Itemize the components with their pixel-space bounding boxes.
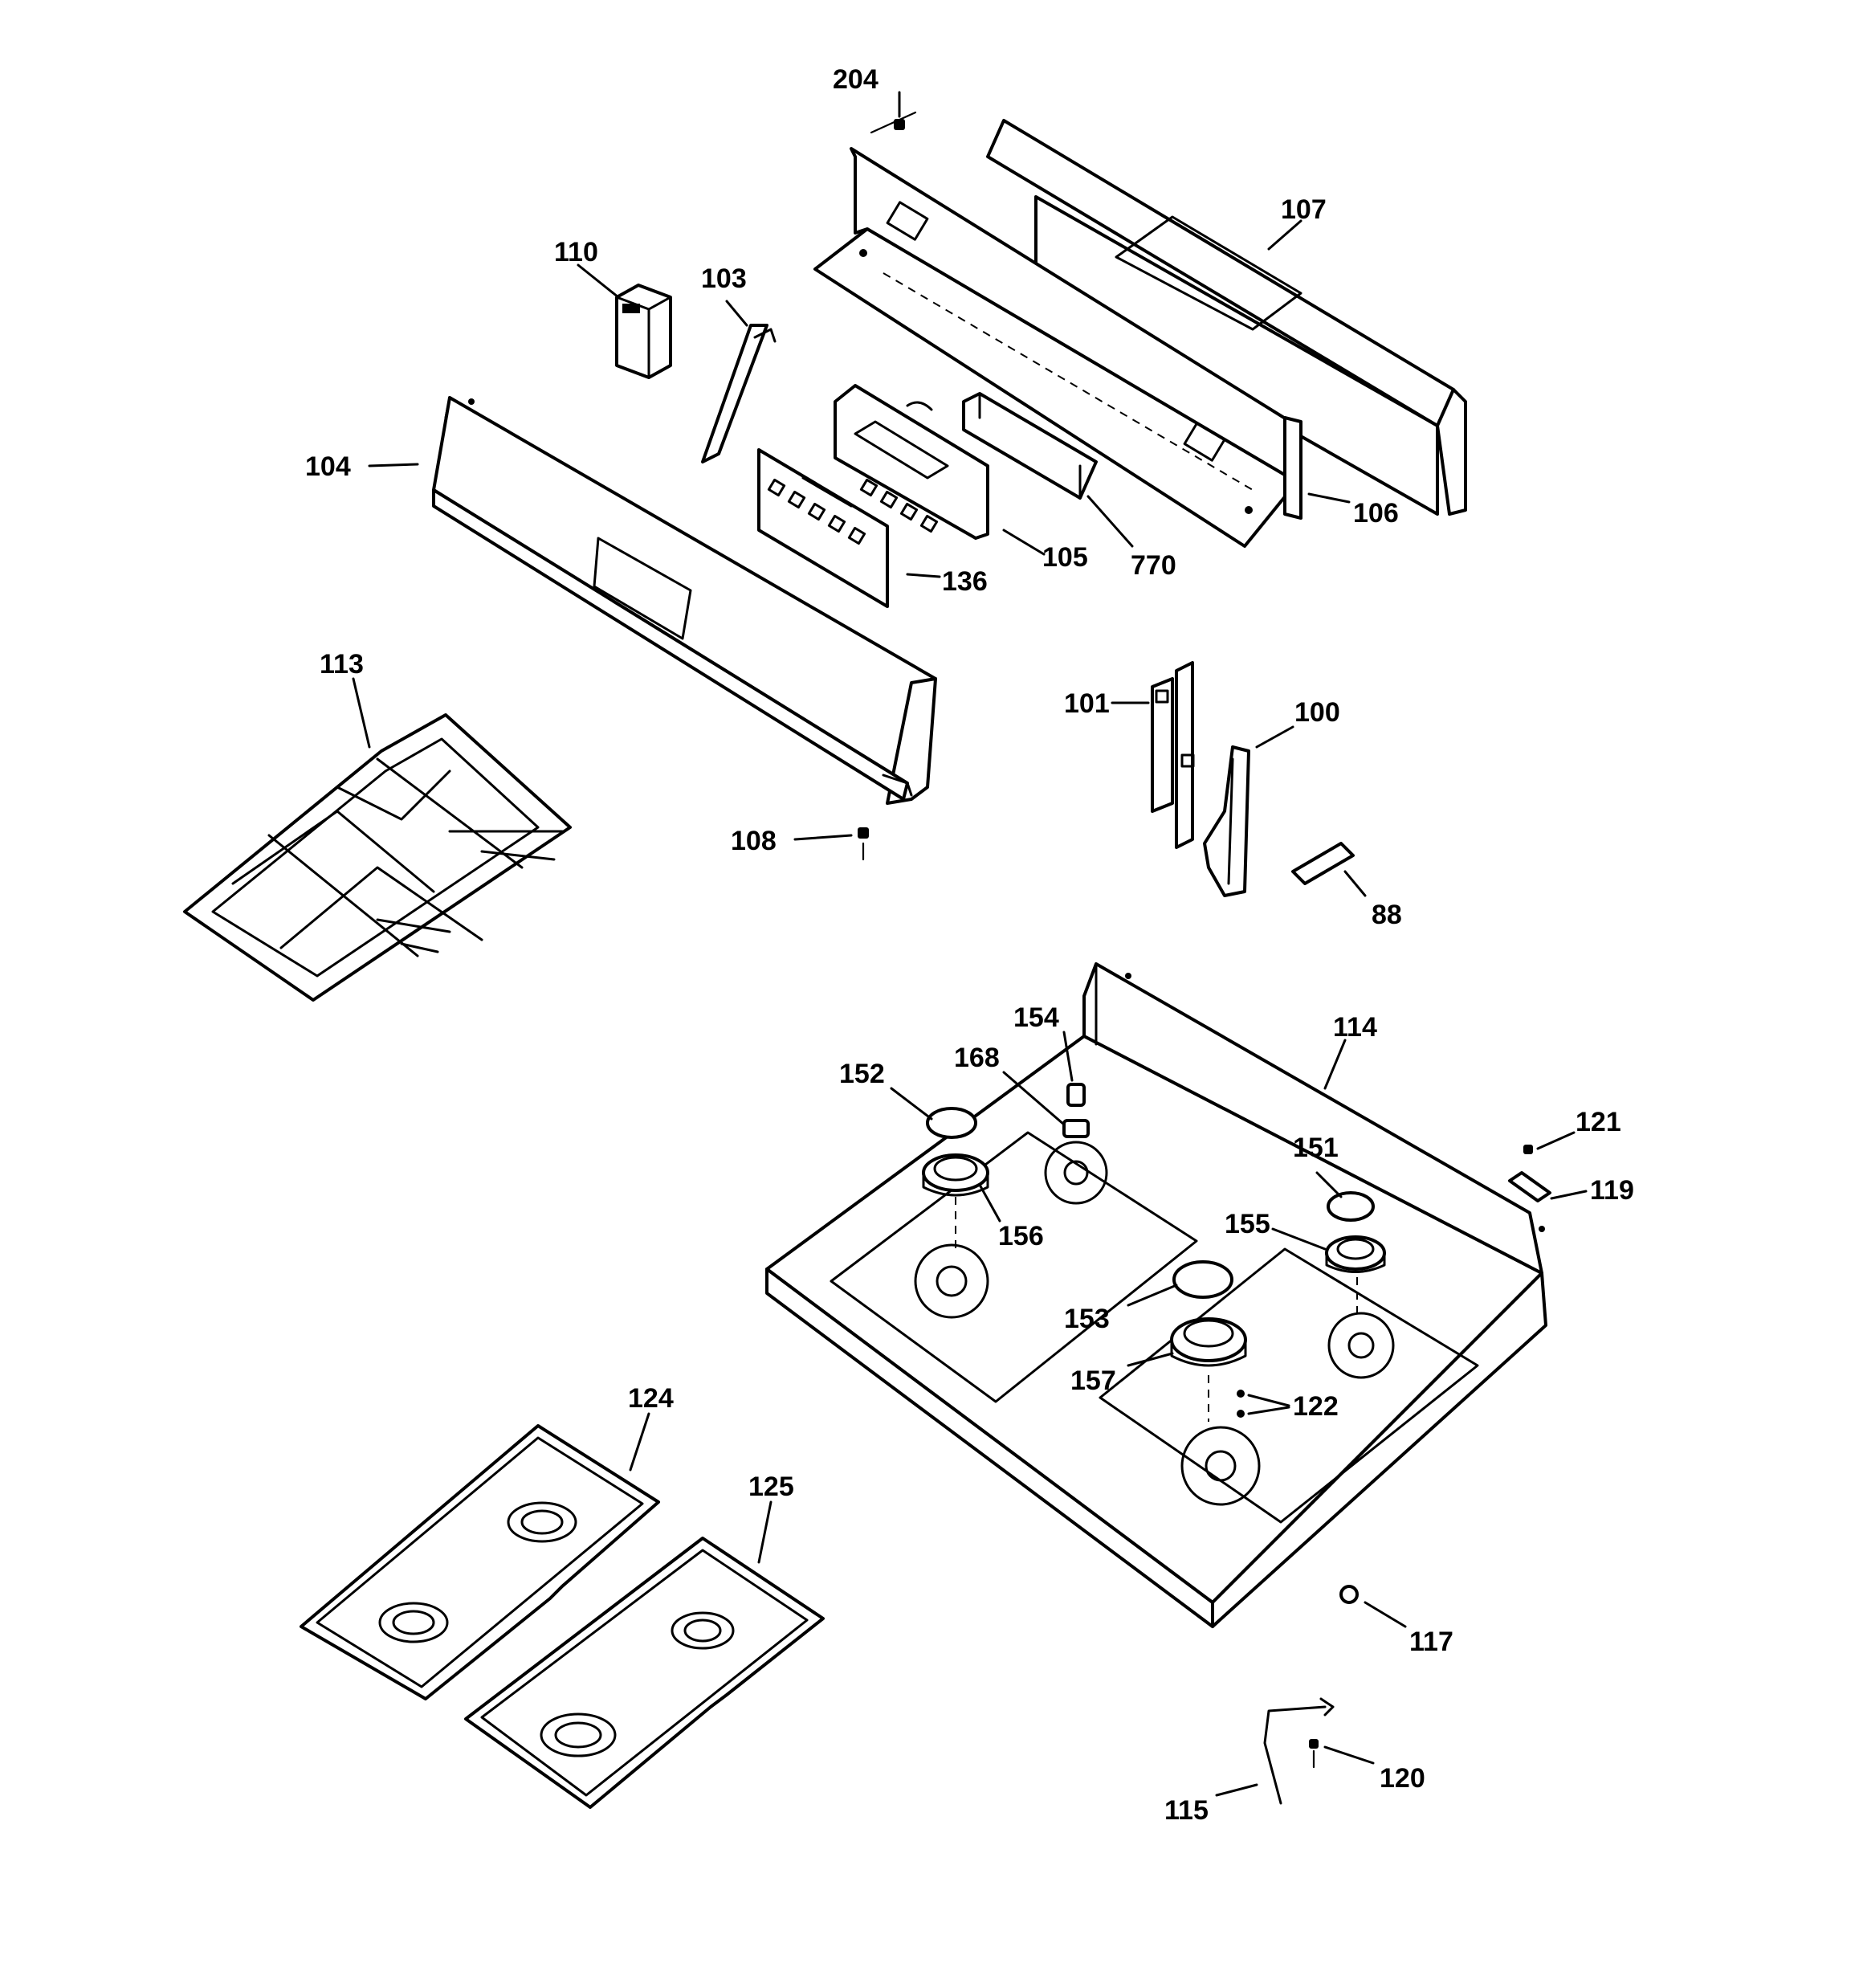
callout-156: 156 xyxy=(998,1221,1044,1251)
part-110-component xyxy=(615,284,672,379)
callout-101: 101 xyxy=(1064,688,1110,719)
leader-lines xyxy=(352,91,1588,1797)
part-119-bracket xyxy=(1508,1171,1551,1202)
callout-154: 154 xyxy=(1013,1002,1059,1033)
part-108-screw xyxy=(858,827,869,861)
callout-110: 110 xyxy=(554,237,598,267)
part-117-nut xyxy=(1339,1585,1359,1604)
part-103-bracket xyxy=(701,324,777,463)
part-106-backsplash xyxy=(813,147,1302,548)
part-204-screw xyxy=(870,111,917,134)
part-115-rod xyxy=(1263,1697,1335,1805)
callout-151: 151 xyxy=(1293,1133,1339,1163)
callout-770: 770 xyxy=(1131,550,1176,581)
part-107-rear-trim xyxy=(986,119,1467,516)
part-154-fitting xyxy=(1062,1083,1090,1138)
callout-155: 155 xyxy=(1225,1209,1270,1239)
callout-153: 153 xyxy=(1064,1304,1110,1334)
callout-105: 105 xyxy=(1042,542,1088,573)
part-122-screws xyxy=(1237,1390,1245,1418)
callout-152: 152 xyxy=(839,1059,885,1089)
callout-108: 108 xyxy=(731,826,777,856)
part-121-screw xyxy=(1523,1145,1533,1154)
callout-119: 119 xyxy=(1590,1175,1634,1206)
callout-100: 100 xyxy=(1294,697,1340,728)
part-770-cover xyxy=(962,392,1098,500)
part-125-drip-pan xyxy=(464,1537,825,1809)
callout-125: 125 xyxy=(748,1472,794,1502)
callout-104: 104 xyxy=(305,451,351,482)
callout-157: 157 xyxy=(1070,1365,1116,1396)
part-157-head xyxy=(1170,1317,1247,1422)
part-153-cap xyxy=(1172,1260,1233,1299)
part-113-grate xyxy=(183,713,572,1002)
part-136-overlay xyxy=(757,448,889,608)
callout-107: 107 xyxy=(1281,194,1327,225)
callout-114: 114 xyxy=(1333,1012,1377,1043)
part-101-bracket xyxy=(1151,661,1195,849)
callout-121: 121 xyxy=(1576,1107,1621,1137)
callout-103: 103 xyxy=(701,263,747,294)
part-151-cap xyxy=(1327,1191,1375,1222)
callout-204: 204 xyxy=(833,64,879,95)
part-104-control-panel xyxy=(432,396,937,805)
part-120-screw xyxy=(1309,1739,1319,1769)
callout-120: 120 xyxy=(1380,1763,1425,1794)
callout-117: 117 xyxy=(1409,1627,1453,1657)
callout-124: 124 xyxy=(628,1383,674,1414)
callout-88: 88 xyxy=(1372,900,1402,930)
callout-labels: 204 107 110 103 104 106 105 770 136 113 … xyxy=(305,64,1634,1826)
part-156-head xyxy=(922,1153,989,1253)
part-155-head xyxy=(1325,1235,1386,1317)
part-152-cap xyxy=(926,1107,977,1139)
part-88-clip xyxy=(1291,842,1355,885)
callout-136: 136 xyxy=(942,566,988,597)
part-105-control-board xyxy=(834,384,989,540)
part-124-drip-pan xyxy=(300,1424,660,1700)
callout-115: 115 xyxy=(1164,1795,1209,1826)
part-100-side-trim xyxy=(1203,745,1250,897)
callout-113: 113 xyxy=(320,649,364,680)
callout-122: 122 xyxy=(1293,1391,1339,1422)
callout-168: 168 xyxy=(954,1043,1000,1073)
callout-106: 106 xyxy=(1353,498,1399,529)
